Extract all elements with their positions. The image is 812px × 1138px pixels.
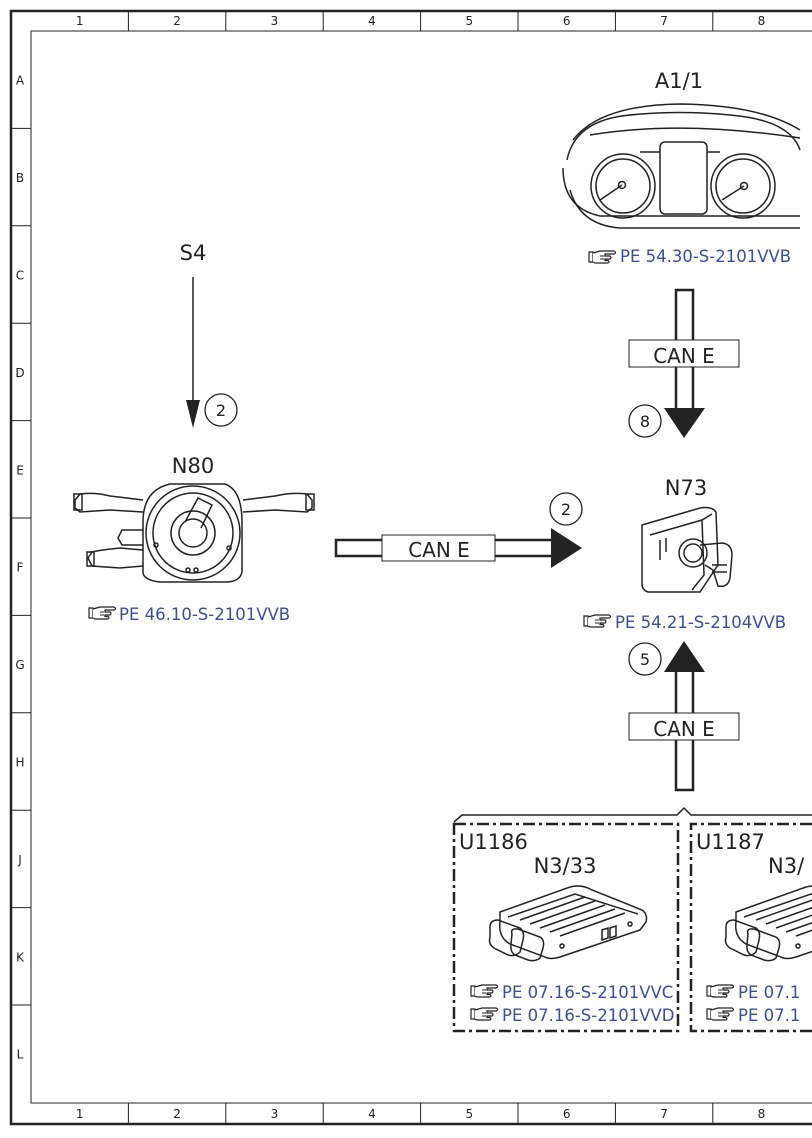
ruler-row-K: K (16, 950, 25, 964)
n73-ref-text: PE 54.21-S-2104VVB (615, 613, 786, 632)
step-badge-s4: 2 (205, 394, 237, 426)
engine-control-unit-icon (726, 886, 812, 961)
ruler-column-8-bottom: 8 (758, 1107, 766, 1121)
u1187-variant-box: U1187 N3/ PE 07.1 PE 07.1 (691, 824, 812, 1031)
group-bracket (454, 808, 812, 822)
pointing-hand-icon (707, 1008, 734, 1020)
a1-1-reference: PE 54.30-S-2101VVB (589, 247, 791, 266)
ruler-row-L: L (17, 1048, 24, 1062)
ruler-column-7-bottom: 7 (660, 1107, 668, 1121)
u1187-ref1-text: PE 07.1 (738, 983, 800, 1002)
ruler-column-5-top: 5 (465, 14, 473, 28)
step-badge-top: 8 (629, 405, 661, 437)
pointing-hand-icon (89, 607, 116, 619)
n73-reference: PE 54.21-S-2104VVB (584, 613, 786, 632)
ruler-column-3-top: 3 (271, 14, 279, 28)
ruler-column-5-bottom: 5 (465, 1107, 473, 1121)
ruler-column-2-bottom: 2 (173, 1107, 181, 1121)
pointing-hand-icon (589, 251, 616, 263)
u1187-sublabel: N3/ (768, 854, 805, 878)
svg-text:5: 5 (640, 650, 650, 669)
pointing-hand-icon (707, 985, 734, 997)
can-bus-middle-label: CAN E (408, 538, 470, 562)
a1-1-label: A1/1 (655, 69, 703, 93)
ruler-column-3-bottom: 3 (271, 1107, 279, 1121)
ruler-column-7-top: 7 (660, 14, 668, 28)
steering-column-module-icon (74, 484, 314, 582)
ruler-row-J: J (17, 853, 22, 867)
u1186-label: U1186 (459, 830, 528, 854)
a1-1-ref-text: PE 54.30-S-2101VVB (620, 247, 791, 266)
pointing-hand-icon (584, 615, 611, 627)
pointing-hand-icon (471, 985, 498, 997)
ruler-row-E: E (16, 463, 24, 477)
can-bus-bottom-label: CAN E (653, 717, 715, 741)
n73-label: N73 (665, 476, 707, 500)
ruler-column-1-bottom: 1 (76, 1107, 84, 1121)
u1187-label: U1187 (696, 830, 765, 854)
engine-control-unit-icon (490, 886, 647, 961)
can-bus-top-label: CAN E (653, 344, 715, 368)
ruler-row-B: B (16, 171, 24, 185)
svg-text:2: 2 (561, 500, 571, 519)
ruler-column-6-top: 6 (563, 14, 571, 28)
s4-arrow (186, 277, 200, 428)
ruler-row-F: F (17, 561, 24, 575)
ruler-column-4-bottom: 4 (368, 1107, 376, 1121)
n80-ref-text: PE 46.10-S-2101VVB (119, 605, 290, 624)
ruler-row-H: H (15, 756, 24, 770)
ruler-column-6-bottom: 6 (563, 1107, 571, 1121)
ruler-row-G: G (15, 658, 24, 672)
ruler-column-4-top: 4 (368, 14, 376, 28)
step-badge-bottom: 5 (629, 643, 661, 675)
svg-text:8: 8 (640, 412, 650, 431)
ignition-switch-icon (642, 508, 732, 593)
ruler-column-1-top: 1 (76, 14, 84, 28)
ruler-row-A: A (16, 74, 25, 88)
s4-label: S4 (180, 241, 207, 265)
u1186-variant-box: U1186 N3/33 PE 07.16-S-2101VVC PE 07.16-… (454, 824, 678, 1031)
ruler-column-8-top: 8 (758, 14, 766, 28)
ruler-column-2-top: 2 (173, 14, 181, 28)
pointing-hand-icon (471, 1008, 498, 1020)
svg-text:2: 2 (216, 401, 226, 420)
u1186-ref2-text: PE 07.16-S-2101VVD (502, 1006, 675, 1025)
step-badge-middle: 2 (550, 493, 582, 525)
can-bus-middle: CAN E (336, 528, 582, 568)
u1186-ref1-text: PE 07.16-S-2101VVC (502, 983, 673, 1002)
ruler-row-D: D (15, 366, 24, 380)
n80-reference: PE 46.10-S-2101VVB (89, 605, 290, 624)
ruler-row-C: C (16, 269, 24, 283)
n3-33-label: N3/33 (534, 854, 597, 878)
u1187-ref2-text: PE 07.1 (738, 1006, 800, 1025)
instrument-cluster-icon (563, 104, 800, 228)
n80-label: N80 (172, 454, 214, 478)
